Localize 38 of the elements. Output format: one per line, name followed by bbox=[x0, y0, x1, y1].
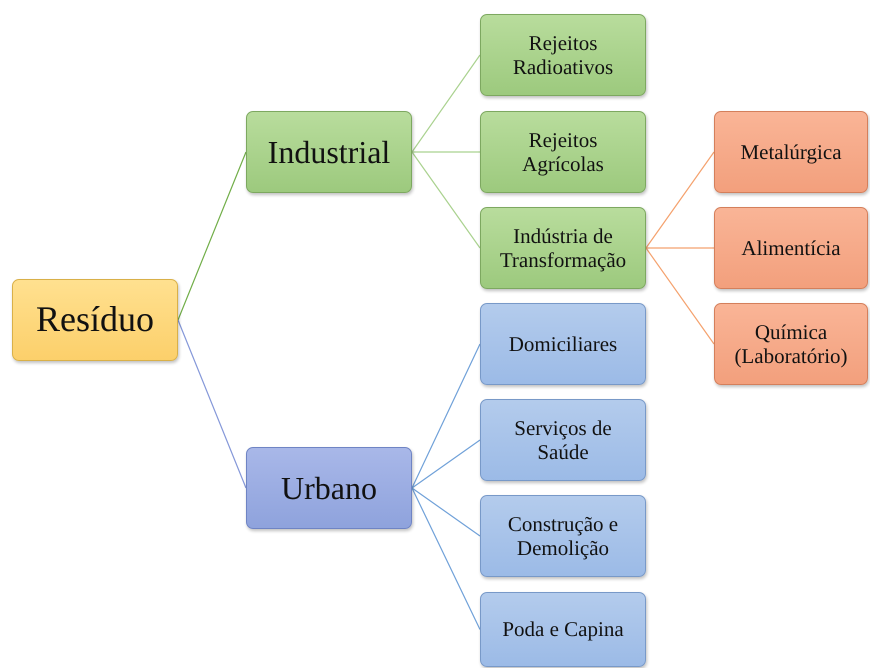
connector-line bbox=[646, 247, 714, 249]
category-box bbox=[480, 14, 646, 96]
node-label: Alimentícia bbox=[741, 236, 841, 260]
node-label: Poda e Capina bbox=[502, 617, 624, 642]
category-box bbox=[246, 447, 412, 529]
connector-line bbox=[412, 54, 480, 152]
connector-line bbox=[411, 488, 481, 630]
node-label: Construção e Demolição bbox=[506, 512, 620, 560]
node-label: Química (Laboratório) bbox=[733, 320, 849, 368]
connector-line bbox=[411, 344, 481, 488]
connector-line bbox=[412, 151, 480, 153]
root-box bbox=[12, 279, 178, 361]
node-label: Rejeitos Radioativos bbox=[512, 30, 614, 80]
node-label: Urbano bbox=[281, 470, 377, 506]
connector-line bbox=[412, 152, 480, 248]
connector-line bbox=[412, 488, 480, 536]
connector-line bbox=[412, 440, 480, 488]
connector-line bbox=[646, 152, 714, 248]
subcategory-box bbox=[714, 303, 868, 385]
subcategory-box bbox=[714, 111, 868, 193]
subcategory-box bbox=[714, 207, 868, 289]
category-box bbox=[480, 303, 646, 385]
category-box bbox=[480, 207, 646, 289]
node-label: Rejeitos Agrícolas bbox=[521, 128, 605, 176]
node-label: Serviços de Saúde bbox=[513, 416, 613, 464]
category-box bbox=[480, 111, 646, 193]
connector-line bbox=[177, 320, 247, 488]
category-box bbox=[480, 592, 646, 667]
node-label: Indústria de Transformação bbox=[498, 224, 628, 272]
connector-line bbox=[177, 152, 247, 320]
node-label: Domiciliares bbox=[508, 332, 618, 356]
node-label: Resíduo bbox=[36, 299, 154, 341]
node-label: Metalúrgica bbox=[740, 140, 842, 164]
connector-line bbox=[646, 248, 714, 344]
category-box bbox=[480, 399, 646, 481]
node-label: Industrial bbox=[268, 134, 390, 170]
category-box bbox=[246, 111, 412, 193]
category-box bbox=[480, 495, 646, 577]
